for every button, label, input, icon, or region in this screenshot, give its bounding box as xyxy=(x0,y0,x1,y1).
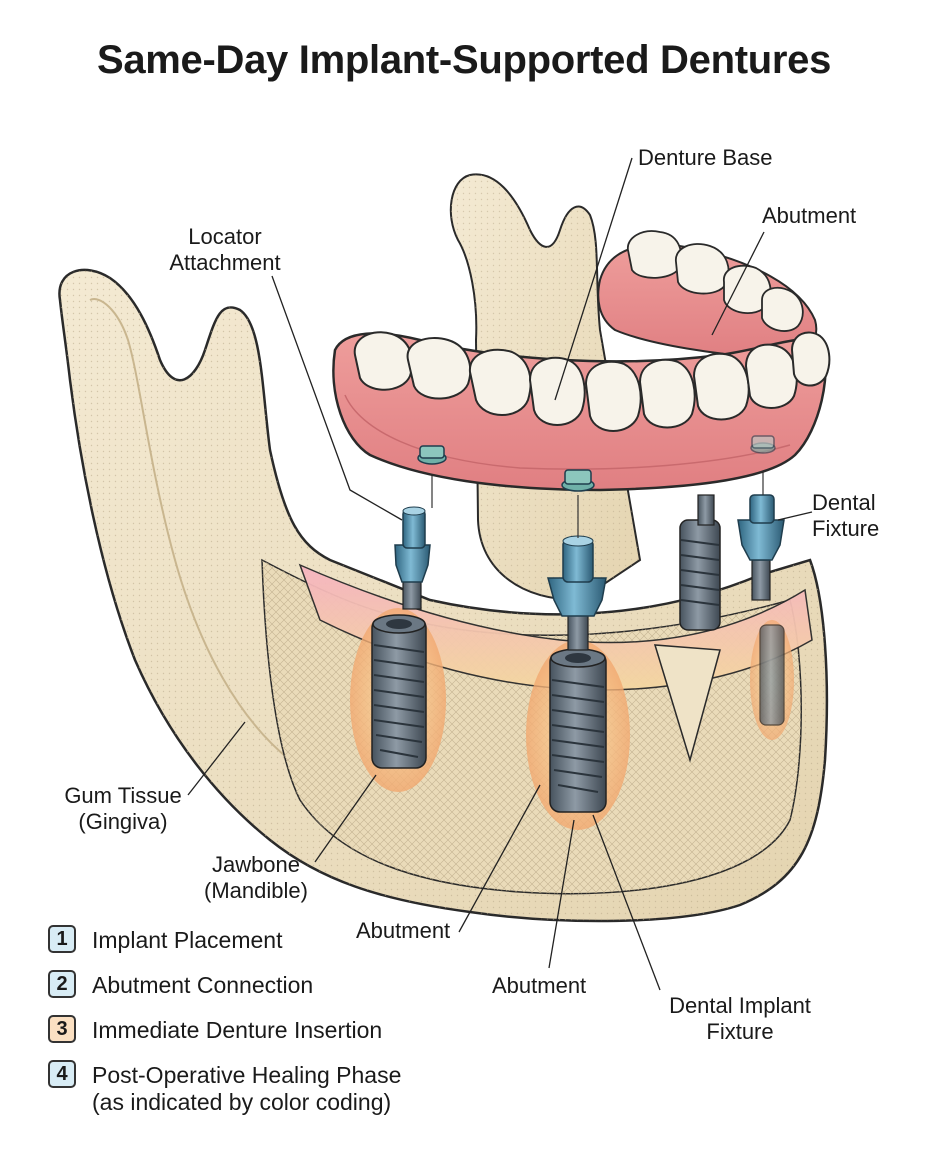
label-dental-fixture-line1: Dental xyxy=(812,490,876,515)
legend-text-4: Post-Operative Healing Phase xyxy=(92,1062,402,1088)
label-abutment-top: Abutment xyxy=(762,203,857,228)
legend-text-3: Immediate Denture Insertion xyxy=(92,1017,383,1043)
label-gum-line1: Gum Tissue xyxy=(64,783,182,808)
label-jawbone-line2: (Mandible) xyxy=(204,878,308,903)
leader-lines xyxy=(187,157,813,991)
legend-badge-2: 2 xyxy=(48,970,76,998)
label-implant-fixture: Dental Implant Fixture xyxy=(660,993,820,1045)
label-dental-fixture: Dental Fixture xyxy=(812,490,879,542)
label-locator-attachment: Locator Attachment xyxy=(160,224,290,276)
locator-housings xyxy=(417,435,776,492)
label-denture-base: Denture Base xyxy=(638,145,773,170)
label-gum-tissue: Gum Tissue (Gingiva) xyxy=(58,783,188,835)
label-abutment-bottom: Abutment xyxy=(492,973,587,998)
implant-fixture-center xyxy=(549,648,607,813)
abutment-back xyxy=(697,494,785,601)
label-locator-line2: Attachment xyxy=(169,250,281,275)
legend-badge-4: 4 xyxy=(48,1060,76,1088)
denture-prosthesis xyxy=(332,230,831,492)
legend-badge-1: 1 xyxy=(48,925,76,953)
label-jawbone: Jawbone (Mandible) xyxy=(196,852,316,904)
implant-fixture-back xyxy=(679,519,785,726)
label-dental-fixture-line2: Fixture xyxy=(812,516,880,541)
legend-text-4-sub: (as indicated by color coding) xyxy=(92,1089,392,1115)
label-implant-fixture-line2: Fixture xyxy=(706,1019,774,1044)
abutment-center xyxy=(547,535,607,651)
abutment-left xyxy=(394,506,431,610)
label-implant-fixture-line1: Dental Implant xyxy=(669,993,811,1018)
label-gum-line2: (Gingiva) xyxy=(78,809,168,834)
legend-text-2: Abutment Connection xyxy=(92,972,314,998)
legend-badge-3: 3 xyxy=(48,1015,76,1043)
label-abutment-mid: Abutment xyxy=(356,918,451,943)
legend-text-1: Implant Placement xyxy=(92,927,283,953)
label-locator-line1: Locator xyxy=(188,224,262,249)
page-title: Same-Day Implant-Supported Dentures xyxy=(96,38,832,82)
label-jawbone-line1: Jawbone xyxy=(211,852,301,877)
implant-fixture-left xyxy=(371,614,427,769)
